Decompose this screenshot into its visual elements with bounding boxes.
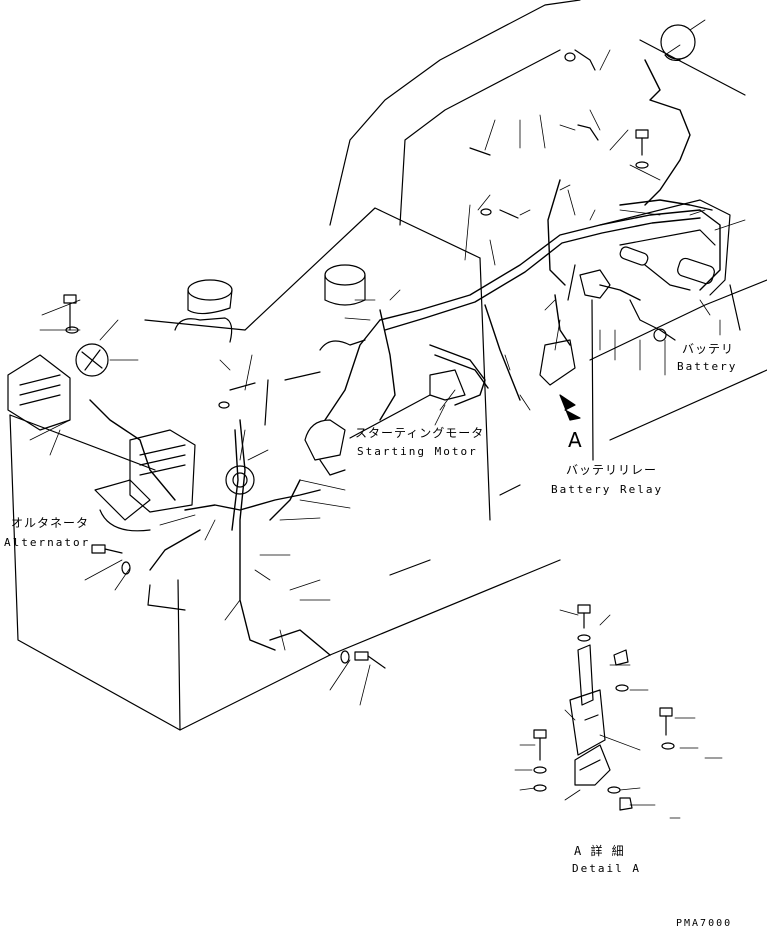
battery-label-jp: バッテリ bbox=[682, 342, 735, 356]
machine-body-outline bbox=[329, 0, 767, 576]
air-cleaner bbox=[174, 264, 366, 351]
front-lamp-housing bbox=[7, 343, 109, 431]
detail-a-title-en: Detail A bbox=[572, 862, 641, 875]
starting-motor-label-jp: スターティングモータ bbox=[355, 426, 485, 440]
alternator-pulley bbox=[225, 465, 255, 495]
drawing-code: PMA7000 bbox=[676, 918, 733, 929]
battery-relay bbox=[539, 264, 611, 461]
battery-relay-label-en: Battery Relay bbox=[551, 483, 664, 496]
alternator-label-jp: オルタネータ bbox=[11, 516, 90, 530]
work-light-icon bbox=[660, 24, 696, 62]
battery-assembly bbox=[599, 199, 731, 342]
starting-motor-label-en: Starting Motor bbox=[357, 445, 478, 458]
battery-relay-label-jp: バッテリリレー bbox=[566, 463, 658, 477]
bolt-icons bbox=[63, 49, 675, 811]
detail-a-title-jp: A 詳 細 bbox=[574, 844, 625, 858]
alternator bbox=[94, 429, 196, 532]
battery-label-en: Battery bbox=[677, 360, 738, 373]
detail-a-marker: A bbox=[568, 428, 582, 452]
detail-a-bracket bbox=[569, 644, 611, 786]
engine-block-outline bbox=[9, 207, 561, 731]
leader-lines bbox=[29, 19, 746, 819]
alternator-label-en: Alternator bbox=[4, 536, 91, 549]
starting-motor bbox=[304, 369, 466, 476]
main-harness bbox=[89, 59, 721, 656]
